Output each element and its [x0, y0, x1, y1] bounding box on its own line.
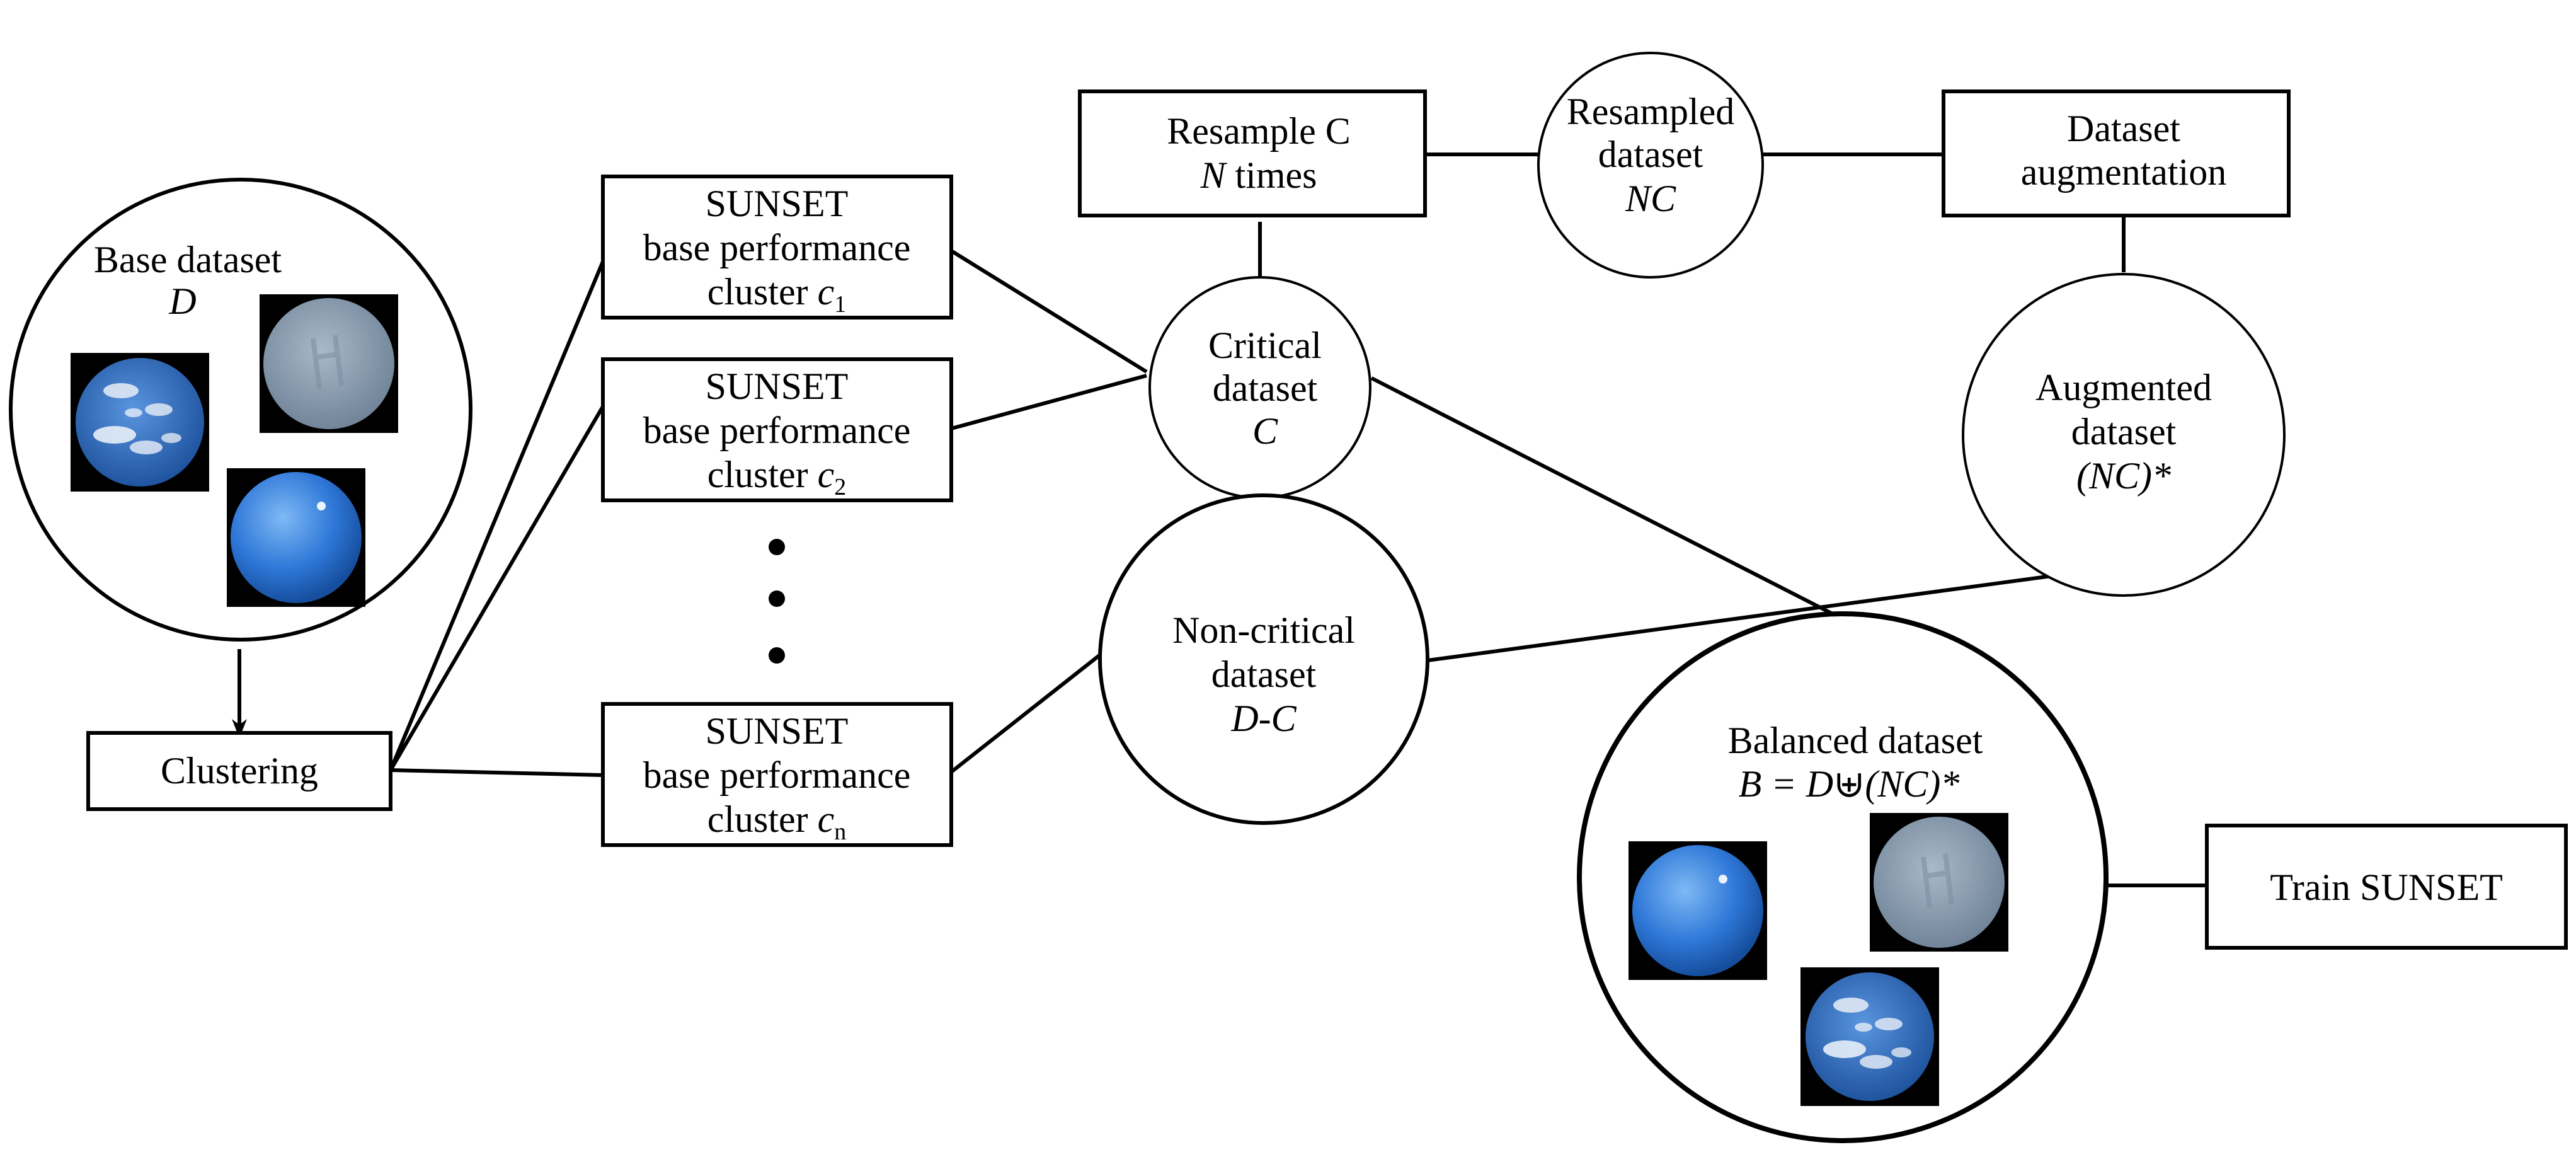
- base-dataset-node: Base dataset D: [9, 178, 472, 642]
- balanced-dataset-node: Balanced dataset B = D⊎(NC)*: [1577, 611, 2109, 1143]
- cluster-1-line3: cluster c1: [707, 271, 847, 318]
- augmented-line1: Augmented: [2035, 367, 2212, 408]
- edge-critical-to-balanced: [1370, 376, 1833, 615]
- augmented-line2: dataset: [2071, 411, 2177, 452]
- edge-cluster-1-to-critical: [950, 249, 1148, 374]
- edge-cluster-n-to-non-critical: [950, 654, 1101, 774]
- resample-line2: N times: [1199, 154, 1317, 196]
- edge-clustering-to-cluster-2: [389, 405, 605, 771]
- cloudy-sky-image: [1800, 967, 1939, 1106]
- resample-line1: Resample C: [1167, 110, 1351, 152]
- base-dataset-symbol: D: [168, 280, 196, 322]
- augmentation-node: Dataset augmentation: [1942, 89, 2291, 217]
- resampled-line2: dataset: [1598, 134, 1703, 175]
- balanced-line1: Balanced dataset: [1728, 720, 1983, 761]
- overcast-sky-image: [260, 294, 398, 433]
- cluster-1-line1: SUNSET: [706, 183, 849, 224]
- train-sunset-node: Train SUNSET: [2205, 824, 2568, 950]
- clear-sky-image: [1629, 841, 1767, 980]
- cloudy-sky-image: [71, 353, 209, 492]
- cluster-1-node: SUNSET base performance cluster c1: [601, 175, 953, 320]
- cluster-1-line2: base performance: [643, 227, 911, 268]
- ellipsis-dots: [769, 539, 785, 664]
- edge-clustering-to-cluster-n: [390, 768, 604, 777]
- edge-non-critical-to-balanced: [1427, 565, 2117, 662]
- clustering-label: Clustering: [161, 750, 318, 792]
- ellipsis-dot: [769, 539, 785, 555]
- non-critical-line1: Non-critical: [1172, 609, 1355, 651]
- cluster-2-line3: cluster c2: [707, 454, 847, 500]
- cluster-n-line1: SUNSET: [706, 710, 849, 752]
- critical-line1: Critical: [1208, 325, 1322, 366]
- resample-node: Resample C N times: [1078, 89, 1427, 217]
- resampled-line1: Resampled: [1567, 91, 1735, 132]
- connectors: [232, 152, 2206, 888]
- cluster-2-line1: SUNSET: [706, 366, 849, 407]
- cluster-n-line3: cluster cn: [707, 798, 847, 845]
- non-critical-dataset-node: Non-critical dataset D-C: [1098, 493, 1429, 825]
- cluster-2-line2: base performance: [643, 410, 911, 451]
- clear-sky-image: [227, 468, 365, 607]
- critical-dataset-node: Critical dataset C: [1148, 276, 1371, 499]
- clustering-node: Clustering: [86, 731, 392, 811]
- augmented-dataset-node: Augmented dataset (NC)*: [1962, 273, 2286, 597]
- overcast-sky-image: [1870, 813, 2008, 952]
- augmented-line3: (NC)*: [2076, 455, 2171, 497]
- critical-line3: C: [1252, 410, 1278, 452]
- resampled-line3: NC: [1625, 178, 1676, 219]
- augmentation-line1: Dataset: [2067, 108, 2180, 149]
- ellipsis-dot: [769, 590, 785, 607]
- edge-cluster-2-to-critical: [951, 374, 1147, 430]
- critical-line2: dataset: [1213, 367, 1318, 409]
- ellipsis-dot: [769, 647, 785, 664]
- cluster-n-node: SUNSET base performance cluster cn: [601, 702, 953, 847]
- resampled-dataset-node: Resampled dataset NC: [1537, 52, 1764, 279]
- non-critical-line2: dataset: [1211, 654, 1317, 695]
- cluster-2-node: SUNSET base performance cluster c2: [601, 357, 953, 502]
- cluster-n-line2: base performance: [643, 754, 911, 796]
- augmentation-line2: augmentation: [2021, 151, 2227, 193]
- base-dataset-title: Base dataset: [94, 239, 282, 280]
- edge-clustering-to-cluster-1: [389, 260, 605, 771]
- train-sunset-label: Train SUNSET: [2270, 867, 2503, 908]
- balanced-formula: B = D⊎(NC)*: [1739, 763, 1960, 805]
- non-critical-line3: D-C: [1230, 698, 1297, 739]
